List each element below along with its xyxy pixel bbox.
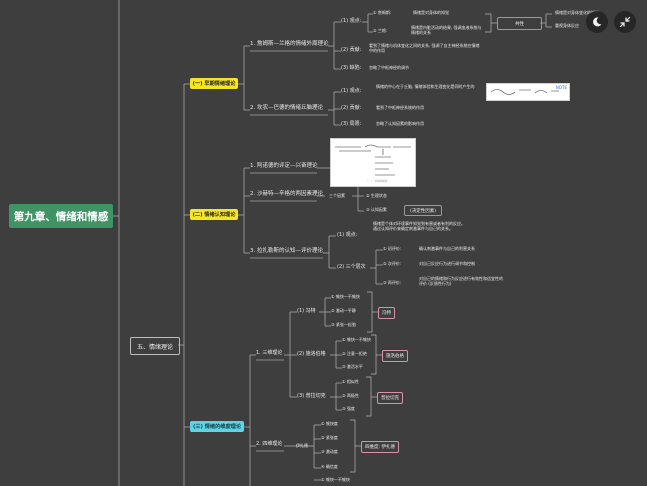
node-jl-view2[interactable]: ② 兰格: [373, 28, 388, 33]
collapse-icon [619, 16, 631, 28]
text-reappraisal: 对自己的情绪和行为反应进行有效性和适宜性的评价 (反馈性行为) [419, 276, 503, 286]
node-lz-view[interactable]: (1) 观点: [337, 232, 358, 238]
summary-schlosberg[interactable]: 施洛伯格 [382, 350, 408, 362]
handwriting-diagram [335, 144, 411, 182]
node-four-dim[interactable]: 2. 四维理论 [256, 441, 283, 447]
node-wundt-3[interactable]: ③ 紧张—松弛 [331, 322, 356, 327]
node-schlosberg-2[interactable]: ② 注意—拒绝 [342, 351, 367, 356]
node-james-lange[interactable]: 1. 詹姆斯—兰格的情绪外周理论 [250, 41, 329, 47]
node-izard-1[interactable]: ① 愉快度 [321, 421, 338, 426]
text-cb-defect: 忽略了认知因素的影响作用 [376, 121, 424, 126]
node-schlosberg-1[interactable]: ① 愉快—不愉快 [342, 337, 371, 342]
node-schlosberg-3[interactable]: ③ 激活水平 [342, 364, 363, 369]
node-izard-4[interactable]: ④ 确信度 [321, 464, 338, 469]
node-cb-view[interactable]: (1) 观点: [341, 88, 362, 94]
node-izard[interactable]: 伊扎德 [296, 443, 308, 448]
node-lz-levels[interactable]: (2) 三个层次 [337, 264, 366, 270]
node-three-factors[interactable]: 三个因素 [329, 193, 345, 198]
node-wundt-2[interactable]: ② 激动—平静 [331, 308, 356, 313]
text-jl-defect: 忽略了中枢神经的调节 [369, 65, 409, 70]
node-factor-environment[interactable]: ① 环境刺激 [366, 178, 387, 183]
text-jl-side2: 重视身体反应 [555, 23, 579, 28]
note-image-2[interactable] [330, 138, 416, 187]
theme-toggle-button[interactable] [586, 11, 608, 33]
node-cognitive-theories[interactable]: (二) 情绪认知理论 [190, 209, 238, 220]
node-izard-3[interactable]: ③ 激动度 [321, 449, 338, 454]
node-three-dim[interactable]: 1. 三维理论 [256, 350, 283, 356]
moon-icon [593, 17, 602, 27]
collapse-button[interactable] [614, 11, 636, 33]
note-tag: NOTE [555, 85, 567, 90]
node-early-theories[interactable]: (一) 早期情绪理论 [190, 78, 238, 89]
node-izard-2[interactable]: ② 紧张度 [321, 435, 338, 440]
node-schachter[interactable]: 2. 沙赫特—辛格的两因素理论 [250, 191, 323, 197]
node-plutchik-3[interactable]: ③ 强度 [342, 406, 355, 411]
note-image-1[interactable]: NOTE [486, 83, 570, 101]
handwriting-sketch [490, 89, 559, 95]
node-wundt-1[interactable]: ① 愉快—不愉快 [331, 294, 360, 299]
node-secondary-appraisal[interactable]: ② 次评价: [383, 261, 402, 266]
summary-plutchik[interactable]: 普拉切克 [377, 392, 403, 404]
node-reappraisal[interactable]: ③ 再评价: [383, 280, 402, 285]
node-plutchik-2[interactable]: ② 两极性 [342, 393, 359, 398]
node-arnold[interactable]: 1. 阿诺德的评定—兴奋理论 [250, 163, 318, 169]
node-next-item[interactable]: ① 愉快—不愉快 [321, 477, 350, 482]
text-secondary-appraisal: 对自己反应行为进行调节和控制 [419, 261, 475, 266]
node-plutchik[interactable]: (3) 普拉切克 [297, 393, 326, 399]
summary-izard[interactable]: 四维度: 伊扎德 [361, 441, 399, 453]
node-lazarus[interactable]: 3. 拉扎勒斯的认知—评价理论 [250, 248, 323, 254]
text-jl-view2: 情绪是内脏活动的结果, 强调血液系统与情绪的关系 [411, 25, 482, 35]
summary-wundt[interactable]: 冯特 [378, 307, 395, 319]
node-jl-view1[interactable]: ① 詹姆斯: [373, 10, 392, 15]
node-cb-defect[interactable]: (3) 局限: [341, 121, 362, 127]
text-jl-view1: 情绪是对身体的知觉 [413, 10, 449, 15]
text-jl-contribution: 看到了情绪与机体变化之间的关系, 强调了自主神经系统在情绪中的作用 [369, 43, 480, 53]
root-node[interactable]: 第九章、情绪和情感 [9, 204, 113, 228]
node-dimension-theories[interactable]: (三) 情绪的维度理论 [190, 421, 244, 432]
text-cb-view: 情绪的中心在于丘脑, 情绪体验和生理变化是同时产生的 [376, 84, 475, 89]
node-factor-cognition[interactable]: ③ 认知因素 [366, 207, 387, 212]
node-factor-physiology[interactable]: ② 生理状态 [366, 193, 387, 198]
text-jl-side1: 情绪是对身体变化的知觉 [555, 10, 599, 15]
node-cb-contribution[interactable]: (2) 贡献: [341, 105, 362, 111]
text-primary-appraisal: 确认刺激事件与自己的利害关系 [419, 246, 475, 251]
summary-common[interactable]: 共性 [497, 17, 542, 30]
text-cb-contribution: 看到了中枢神经系统的作用 [376, 105, 424, 110]
text-lz-view: 情绪是个体对环境事件知觉到有害或者有利的反应。通过认知评价来确定刺激事件与自己的… [373, 221, 465, 231]
node-jl-contribution[interactable]: (2) 贡献: [341, 47, 362, 53]
node-cannon-bard[interactable]: 2. 坎农—巴德的情绪丘脑理论 [250, 105, 323, 111]
node-plutchik-1[interactable]: ① 相似性 [342, 379, 359, 384]
node-wundt[interactable]: (1) 冯特 [297, 308, 316, 314]
node-jl-defect[interactable]: (3) 缺陷: [341, 65, 362, 71]
node-primary-appraisal[interactable]: ① 初评价: [383, 246, 402, 251]
note-decisive[interactable]: (决定性因素) [404, 205, 442, 216]
node-emotion-theories[interactable]: 五、情绪理论 [130, 337, 180, 355]
node-jl-viewpoint[interactable]: (1) 观点: [341, 18, 362, 24]
node-schlosberg[interactable]: (2) 施洛伯格 [297, 351, 326, 357]
